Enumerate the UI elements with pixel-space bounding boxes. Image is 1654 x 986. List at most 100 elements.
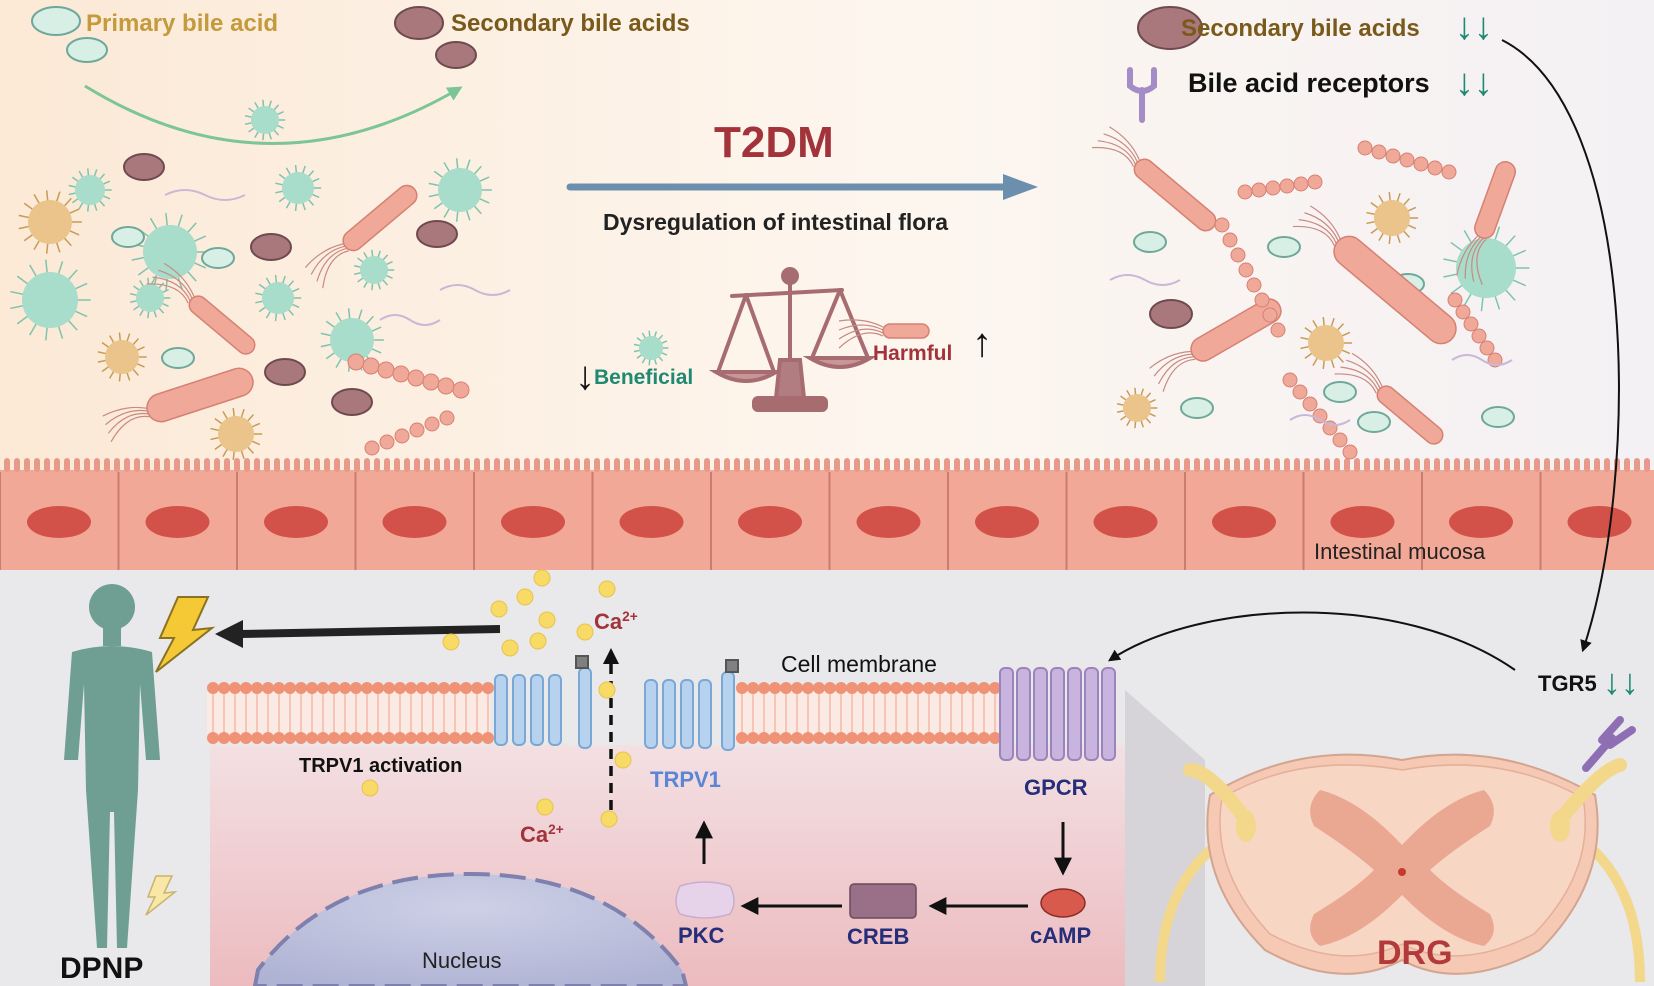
microvillus [264, 458, 270, 472]
lipid-head [791, 732, 803, 744]
epithelial-cell-nucleus [738, 506, 802, 538]
spiky-microbe [244, 99, 286, 141]
microbe-body [136, 284, 164, 312]
coccus [364, 440, 380, 456]
microvillus [1324, 458, 1330, 472]
tgr5-receptor-icon [1582, 716, 1636, 772]
calcium-ion [490, 600, 508, 618]
calcium-ion [529, 632, 547, 650]
lipid-head [394, 682, 406, 694]
microvillus [614, 458, 620, 472]
lipid-head [989, 682, 1001, 694]
microvillus [694, 458, 700, 472]
spirochete [379, 314, 441, 326]
flagellum [107, 412, 149, 434]
lipid-head [350, 732, 362, 744]
epithelial-cell-nucleus [1093, 506, 1158, 538]
microvillus [174, 458, 180, 472]
coccus [1413, 156, 1429, 172]
epithelial-cell-nucleus [975, 506, 1039, 538]
microvillus [444, 458, 450, 472]
lipid-head [923, 732, 935, 744]
microvillus [824, 458, 830, 472]
flagellum [1340, 366, 1379, 392]
microbe-body [22, 272, 78, 328]
lipid-head [405, 682, 417, 694]
spiky-microbe [255, 274, 302, 322]
microvillus [1284, 458, 1290, 472]
coccus [1332, 432, 1348, 448]
microvillus [1254, 458, 1260, 472]
microvillus [1544, 458, 1550, 472]
microvillus [914, 458, 920, 472]
microvillus [784, 458, 790, 472]
microbe-body [282, 172, 314, 204]
microvillus [714, 458, 720, 472]
lipid-head [251, 732, 263, 744]
microvillus [464, 458, 470, 472]
spiky-microbe [1116, 387, 1158, 429]
primary-bile-acid [1267, 236, 1301, 258]
lipid-head [229, 732, 241, 744]
microvillus [1364, 458, 1370, 472]
coccus [1357, 140, 1373, 156]
microvillus [664, 458, 670, 472]
microvillus [184, 458, 190, 472]
microvillus [4, 458, 10, 472]
lipid-head [857, 732, 869, 744]
pain-signal-arrow-head [215, 620, 243, 648]
microvillus [484, 458, 490, 472]
coccus [1230, 247, 1246, 263]
microvillus [704, 458, 710, 472]
calcium-ion [598, 580, 616, 598]
creb-label: CREB [847, 924, 910, 949]
lipid-head [306, 732, 318, 744]
flagellum [316, 247, 347, 282]
secondary-bile-acids-decrease: ↓↓ [1455, 6, 1493, 48]
microvillus [1034, 458, 1040, 472]
microvillus [884, 458, 890, 472]
lipid-head [361, 732, 373, 744]
flagellum [838, 324, 884, 331]
epithelial-cell-nucleus [1330, 506, 1395, 538]
spiky-microbe [97, 332, 147, 382]
microbe-body [75, 175, 105, 205]
flagellum [152, 276, 191, 302]
epithelial-cell-nucleus [27, 506, 91, 538]
microvillus [564, 458, 570, 472]
coccus [1463, 316, 1479, 332]
bile-acid-receptors-decrease: ↓↓ [1455, 62, 1493, 104]
spiky-microbe [1366, 191, 1419, 245]
primary-bile-acid [111, 226, 145, 248]
lipid-head [945, 732, 957, 744]
microvillus [74, 458, 80, 472]
microvillus [1294, 458, 1300, 472]
microvillus [1534, 458, 1540, 472]
spinal-cord-drg [1155, 753, 1645, 983]
flagellum [105, 409, 148, 426]
trpv1-label: TRPV1 [650, 767, 721, 792]
calcium-efflux-arrow-head [603, 648, 619, 664]
pkc-label: PKC [678, 923, 725, 948]
flagellum [838, 332, 884, 349]
lipid-head [758, 682, 770, 694]
rod-body [1133, 158, 1217, 232]
microvillus [1374, 458, 1380, 472]
lipid-head [416, 682, 428, 694]
flagellum [1346, 359, 1381, 389]
microvillus [24, 458, 30, 472]
microvillus [1144, 458, 1150, 472]
microvillus [1224, 458, 1230, 472]
microvillus [1454, 458, 1460, 472]
conversion-arrow [84, 84, 463, 145]
primary-bile-acid [1323, 381, 1357, 403]
creb-protein [849, 883, 917, 919]
flagellum [110, 415, 150, 443]
spirochete [1109, 274, 1181, 286]
lipid-head [956, 682, 968, 694]
trpv1-activation-label: TRPV1 activation [299, 755, 463, 777]
lipid-head [207, 682, 219, 694]
microvillus [1474, 458, 1480, 472]
coccus [1427, 160, 1443, 176]
